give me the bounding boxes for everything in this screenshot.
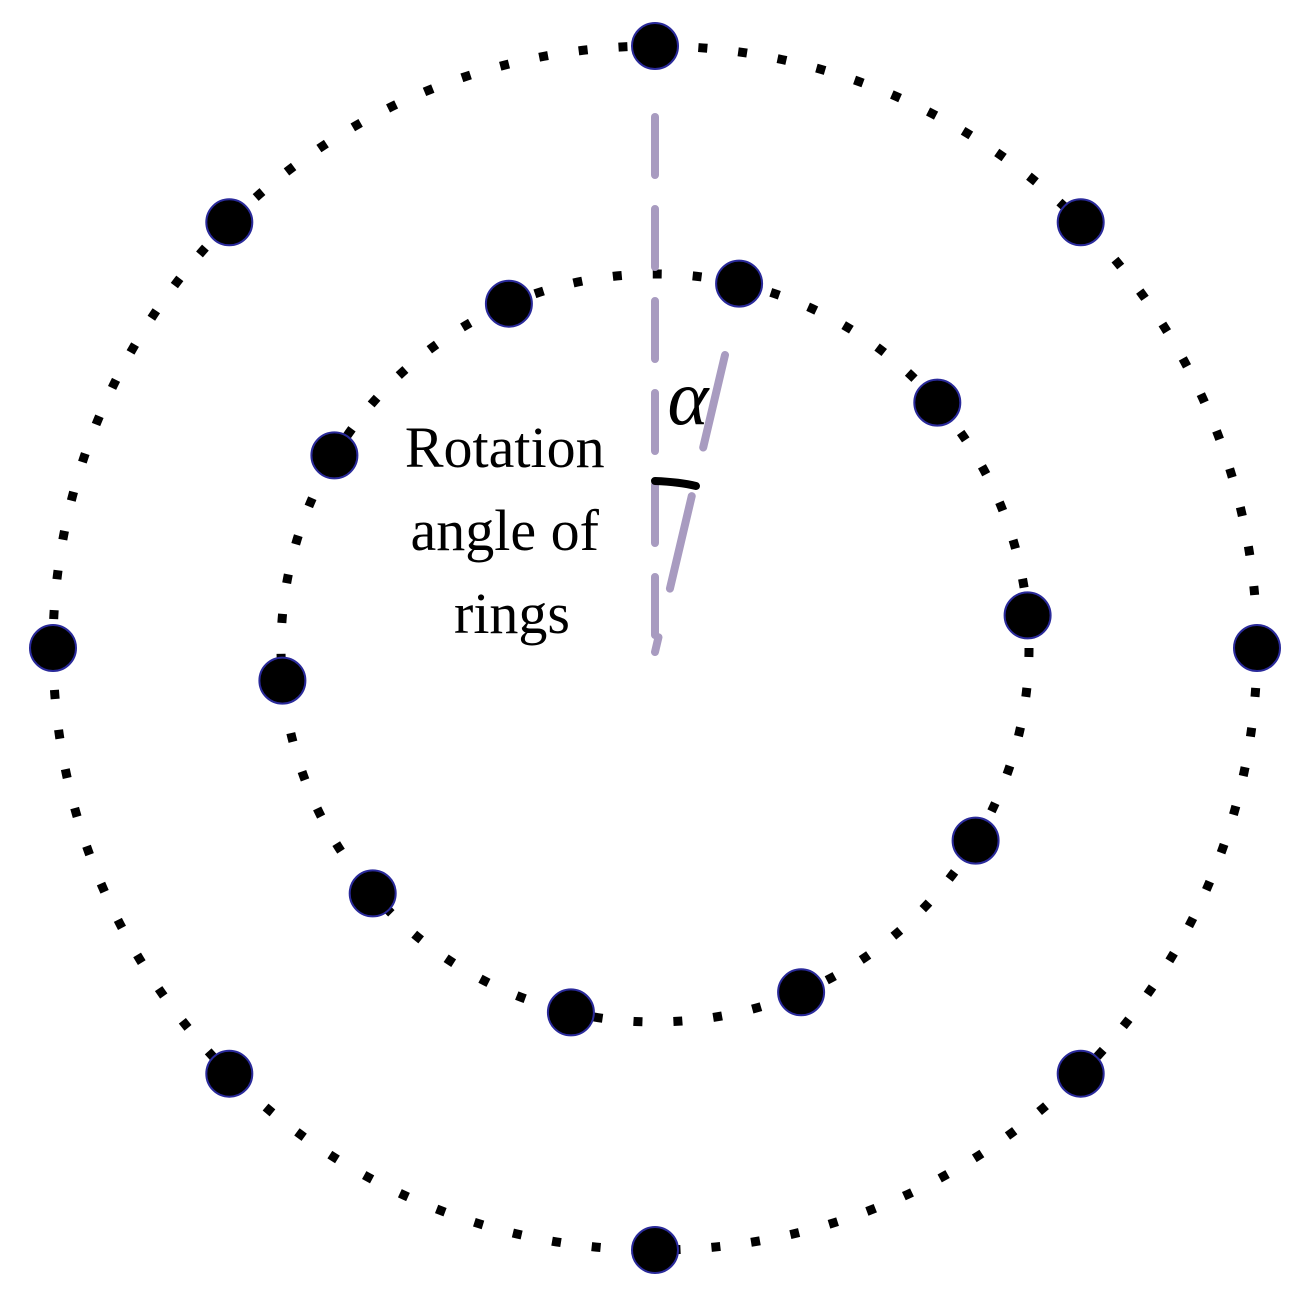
outer-ring-element — [205, 198, 254, 247]
caption-line-2: angle of — [411, 498, 600, 563]
outer-ring-element — [1056, 1049, 1105, 1098]
rotation-angle-label: Rotation angle of rings — [405, 415, 619, 646]
ring-elements — [29, 22, 1281, 1274]
inner-ring — [276, 269, 1034, 1027]
inner-ring-element — [913, 378, 962, 427]
caption-line-1: Rotation — [405, 415, 605, 480]
inner-ring-element — [310, 431, 359, 480]
inner-ring-element — [348, 869, 397, 918]
inner-ring-element — [951, 816, 1000, 865]
outer-ring-element — [29, 624, 77, 672]
inner-ring-element — [715, 259, 764, 308]
outer-ring-element — [631, 22, 679, 70]
outer-ring-element — [205, 1049, 254, 1098]
inner-ring-element — [1003, 591, 1052, 640]
angle-arc — [651, 477, 700, 490]
rotated-axis-line — [651, 351, 729, 656]
outer-ring-element — [1056, 198, 1105, 247]
inner-ring-element — [546, 988, 595, 1037]
caption-line-3: rings — [454, 581, 570, 646]
angle-symbol: α — [668, 354, 711, 441]
outer-ring-element — [1233, 624, 1281, 672]
inner-ring-element — [777, 968, 826, 1017]
inner-ring-element — [258, 656, 307, 705]
outer-ring-element — [631, 1226, 679, 1274]
inner-ring-element — [484, 279, 533, 328]
